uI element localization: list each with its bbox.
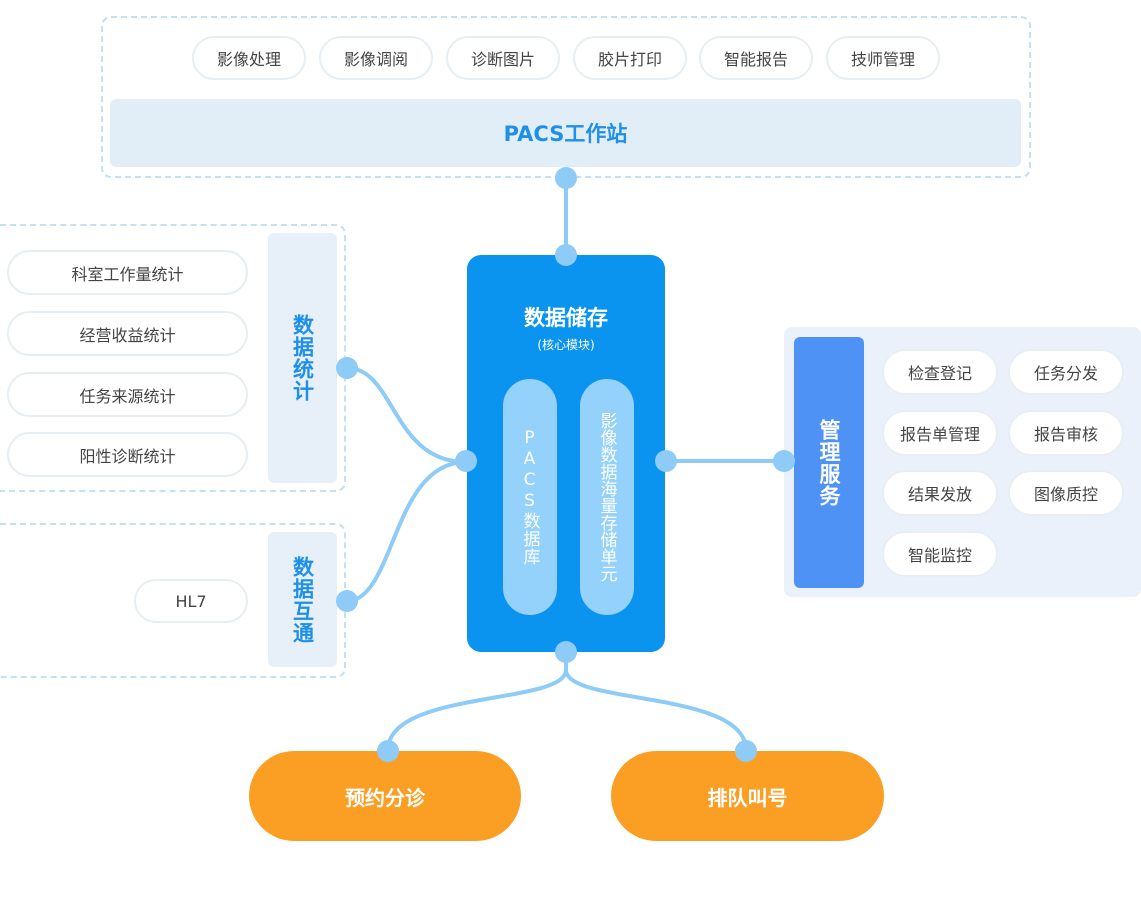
workstation-title-bar: PACS工作站 [110,99,1021,167]
interop-label: 数据互通 [268,532,337,667]
connector-core-booking [386,652,568,751]
connector-core-queue [564,652,748,751]
management-item[interactable]: 报告单管理 [882,410,998,456]
core-subtitle: (核心模块) [537,338,595,352]
workstation-module-button[interactable]: 胶片打印 [573,36,687,80]
management-item[interactable]: 图像质控 [1008,470,1124,516]
workstation-title: PACS工作站 [503,122,628,146]
connector-dot [555,641,577,663]
workstation-module-button[interactable]: 诊断图片 [446,36,560,80]
management-item[interactable]: 报告审核 [1008,410,1124,456]
statistics-label: 数据统计 [268,233,337,483]
connector-dot [655,450,677,472]
connector-dot [455,450,477,472]
connector-dot [735,740,757,762]
statistics-item[interactable]: 阳性诊断统计 [7,432,248,477]
workstation-module-button[interactable]: 影像调阅 [319,36,433,80]
core-column-database: PACS数据库 [503,379,557,615]
management-item[interactable]: 智能监控 [882,531,998,577]
management-item[interactable]: 结果发放 [882,470,998,516]
booking-triage-button[interactable]: 预约分诊 [249,751,521,841]
workstation-module-button[interactable]: 智能报告 [699,36,813,80]
management-label-bar: 管理服务 [794,337,864,588]
management-item[interactable]: 任务分发 [1008,349,1124,395]
core-title: 数据储存 [524,306,608,330]
statistics-item[interactable]: 任务来源统计 [7,372,248,417]
interop-item[interactable]: HL7 [134,579,248,623]
statistics-item[interactable]: 经营收益统计 [7,311,248,356]
connector-interop-core [346,460,467,603]
connector-dot [555,167,577,189]
queue-call-button[interactable]: 排队叫号 [611,751,884,841]
statistics-item[interactable]: 科室工作量统计 [7,250,248,295]
connector-dot [336,590,358,612]
connector-dot [377,740,399,762]
management-item[interactable]: 检查登记 [882,349,998,395]
workstation-module-button[interactable]: 技师管理 [826,36,940,80]
workstation-module-button[interactable]: 影像处理 [192,36,306,80]
connector-dot [336,357,358,379]
connector-dot [773,450,795,472]
connector-dot [555,244,577,266]
core-column-storage-unit: 影像数据海量存储单元 [580,379,634,615]
management-label: 管理服务 [817,418,841,507]
connector-statistics-core [346,366,467,464]
